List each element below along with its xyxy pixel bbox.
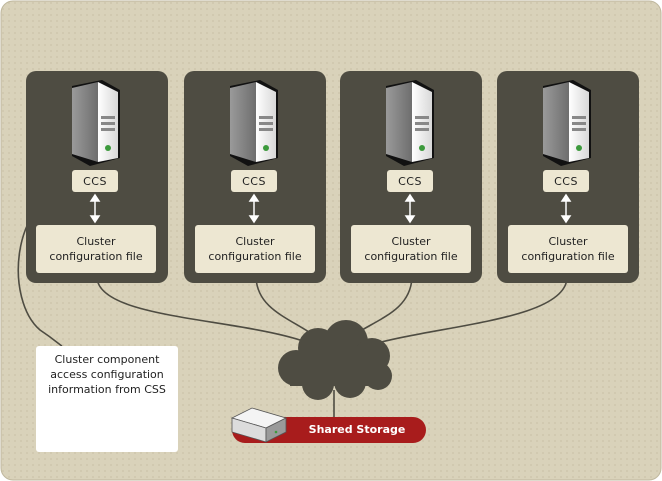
callout-line2: access configuration: [50, 368, 164, 381]
network-cloud-icon: [278, 320, 392, 400]
server-icon: [230, 80, 278, 166]
shared-storage-label: Shared Storage: [308, 422, 406, 436]
ccs-label: CCS: [242, 174, 266, 188]
config-file-line2: configuration file: [364, 250, 458, 263]
config-file-line1: Cluster: [391, 235, 431, 248]
config-file-box: [36, 225, 156, 273]
ccs-label: CCS: [398, 174, 422, 188]
bidirectional-arrow-icon: [404, 193, 416, 224]
server-icon: [386, 80, 434, 166]
server-icon: [543, 80, 591, 166]
bidirectional-arrow-icon: [560, 193, 572, 224]
config-file-line2: configuration file: [208, 250, 302, 263]
config-file-line2: configuration file: [49, 250, 143, 263]
config-file-label: Cluster configuration file: [351, 225, 471, 273]
callout-line3: information from CSS: [48, 383, 166, 396]
config-file-line1: Cluster: [76, 235, 116, 248]
config-file-line1: Cluster: [548, 235, 588, 248]
bidirectional-arrow-icon: [89, 193, 101, 224]
storage-disk-icon: [230, 407, 288, 443]
config-file-label: Cluster configuration file: [195, 225, 315, 273]
config-file-box: [195, 225, 315, 273]
config-file-line1: Cluster: [235, 235, 275, 248]
bidirectional-arrow-icon: [248, 193, 260, 224]
config-file-label: Cluster configuration file: [508, 225, 628, 273]
ccs-box: [387, 170, 433, 192]
ccs-label: CCS: [83, 174, 107, 188]
config-file-box: [508, 225, 628, 273]
callout-line1: Cluster component: [54, 353, 160, 366]
config-file-line2: configuration file: [521, 250, 615, 263]
ccs-label: CCS: [554, 174, 578, 188]
server-icon: [72, 80, 120, 166]
ccs-box: [72, 170, 118, 192]
config-file-label: Cluster configuration file: [36, 225, 156, 273]
ccs-box: [543, 170, 589, 192]
callout-box: Cluster component access configuration i…: [36, 346, 178, 452]
config-file-box: [351, 225, 471, 273]
ccs-box: [231, 170, 277, 192]
